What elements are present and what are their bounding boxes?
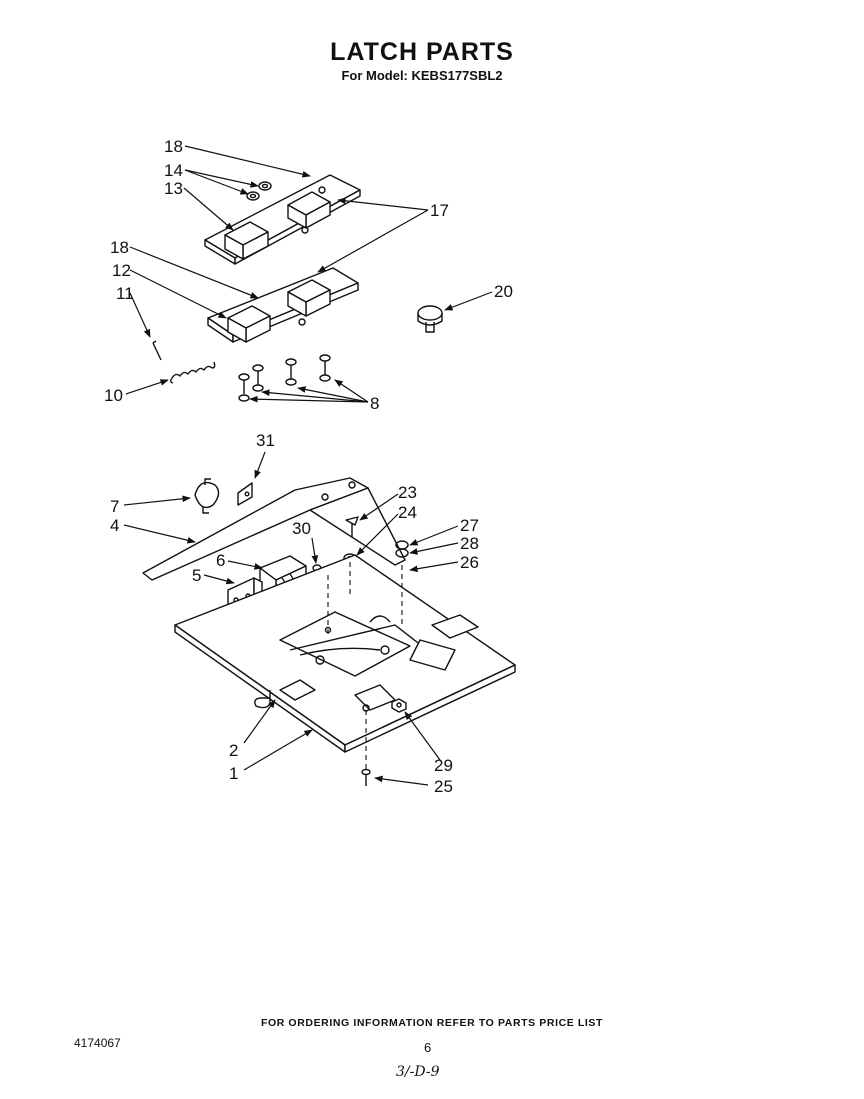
callout-29: 25 (434, 777, 453, 796)
callout-25: 26 (460, 553, 479, 572)
latch-arm-part-4 (142, 477, 406, 581)
callout-23: 23 (398, 483, 417, 502)
leader-lines (123, 145, 493, 786)
upper-switch-bracket (204, 174, 361, 265)
callout-20: 20 (494, 282, 513, 301)
callout-26: 27 (460, 516, 479, 535)
callout-18-upper: 18 (164, 137, 183, 156)
callout-17: 17 (430, 201, 449, 220)
callout-10: 10 (104, 386, 123, 405)
screws-part-8 (238, 354, 331, 402)
callout-6: 6 (216, 551, 225, 570)
assembly-guide-lines (327, 562, 403, 770)
page-title: LATCH PARTS (330, 38, 514, 66)
document-number: 4174067 (74, 1036, 121, 1050)
callout-13: 13 (164, 179, 183, 198)
callout-14: 14 (164, 161, 183, 180)
callout-31: 31 (256, 431, 275, 450)
page-number: 6 (424, 1040, 432, 1055)
clip-part-7 (194, 478, 220, 514)
screw-part-29 (361, 768, 371, 786)
nut-part-28 (391, 698, 407, 713)
callout-24: 24 (398, 503, 417, 522)
callout-27: 28 (460, 534, 479, 553)
callout-7: 7 (110, 497, 119, 516)
handwritten-note: 3/-D-9 (396, 1064, 440, 1080)
ordering-note: FOR ORDERING INFORMATION REFER TO PARTS … (260, 1017, 604, 1029)
rivet-part-23 (345, 516, 359, 537)
callout-30: 30 (292, 519, 311, 538)
spring-part-10 (170, 361, 216, 384)
callout-11: 11 (116, 284, 134, 303)
callout-28: 29 (434, 756, 453, 775)
callout-8: 8 (370, 394, 379, 413)
callout-labels: 18 14 13 17 18 12 11 20 10 8 31 7 4 23 2… (104, 137, 513, 796)
callout-4: 4 (110, 516, 119, 535)
callout-18-lower: 18 (110, 238, 129, 257)
callout-12: 12 (112, 261, 131, 280)
bracket-part-31 (237, 482, 253, 506)
nut-parts-14 (246, 181, 272, 201)
knob-part-20 (417, 305, 443, 333)
pin-part-11 (152, 340, 162, 361)
callout-5: 5 (192, 566, 201, 585)
model-subtitle: For Model: KEBS177SBL2 (341, 68, 503, 83)
lower-switch-bracket (207, 267, 359, 343)
callout-1: 1 (229, 764, 238, 783)
callout-2: 2 (229, 741, 238, 760)
washers-parts-26-27 (395, 540, 409, 558)
base-plate-part-1 (174, 554, 516, 753)
